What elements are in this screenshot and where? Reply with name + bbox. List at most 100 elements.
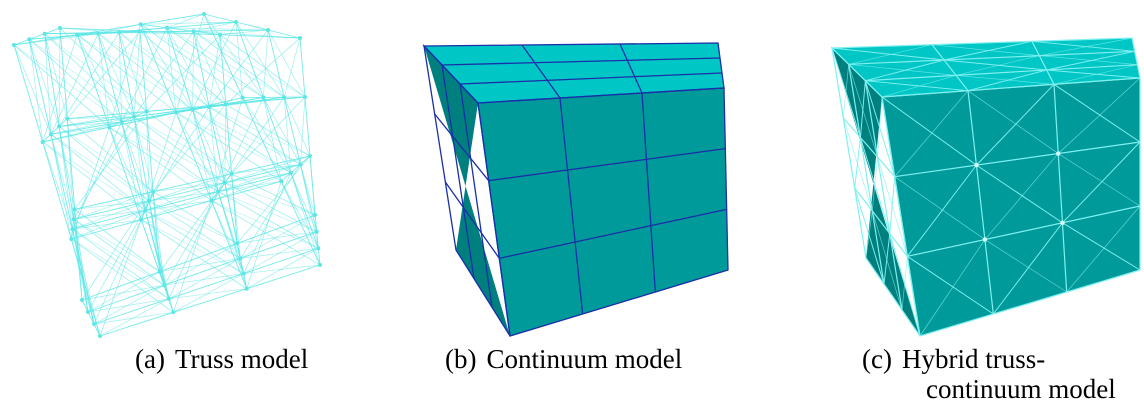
side-outline: [831, 46, 921, 337]
truss-member: [175, 13, 205, 113]
truss-member: [168, 258, 241, 300]
front-diagonal: [1062, 222, 1141, 271]
truss-member: [121, 121, 219, 192]
truss-member: [224, 155, 311, 184]
truss-member: [317, 248, 321, 266]
truss-member: [168, 191, 219, 299]
truss-member: [217, 97, 264, 192]
truss-member: [149, 191, 219, 202]
truss-member: [44, 33, 60, 127]
truss-member: [146, 34, 221, 112]
caption-text-c-line1: Hybrid truss-: [901, 344, 1046, 374]
side-diagonal: [842, 117, 873, 211]
truss-node: [191, 29, 196, 34]
truss-member: [70, 238, 95, 325]
top-grid-line: [865, 64, 1138, 82]
truss-node: [119, 120, 124, 124]
truss-member: [42, 141, 72, 240]
truss-member: [13, 44, 122, 123]
top-diagonal: [1039, 37, 1133, 57]
truss-member: [50, 33, 99, 135]
truss-member: [210, 200, 248, 289]
truss-member: [175, 112, 282, 182]
truss-node: [42, 31, 47, 36]
truss-member: [13, 33, 99, 46]
truss-member: [208, 106, 232, 174]
truss-member: [192, 109, 301, 165]
truss-member: [224, 182, 316, 216]
truss-member: [316, 231, 319, 249]
truss-member: [240, 214, 316, 259]
truss-member: [243, 264, 321, 274]
truss-member: [211, 200, 319, 249]
side-diagonal: [877, 157, 908, 257]
side-grid-line: [848, 64, 885, 285]
truss-member: [231, 96, 306, 175]
truss-member: [243, 273, 248, 289]
truss-member: [224, 182, 317, 233]
truss-member: [225, 104, 233, 174]
truss-member: [219, 29, 269, 36]
side-diagonal: [865, 210, 873, 259]
front-diagonal: [881, 96, 977, 166]
truss-member: [283, 97, 292, 173]
truss-model-cube: [12, 12, 322, 338]
truss-member: [203, 13, 244, 98]
truss-member: [152, 191, 238, 244]
truss-member: [263, 29, 269, 98]
truss-member: [74, 191, 154, 210]
truss-node: [12, 43, 16, 47]
front-diagonal: [1058, 153, 1141, 207]
truss-member: [13, 44, 44, 143]
truss-member: [280, 181, 319, 249]
truss-member: [219, 34, 301, 39]
truss-member: [109, 109, 193, 128]
truss-member: [144, 109, 193, 211]
truss-member: [133, 116, 154, 192]
truss-member: [74, 200, 150, 210]
truss-member: [217, 164, 301, 192]
truss-member: [50, 133, 150, 202]
truss-member: [172, 200, 212, 313]
front-face: [882, 78, 1140, 336]
top-diagonal: [955, 55, 1040, 76]
truss-node: [244, 286, 249, 291]
truss-member: [235, 21, 285, 98]
truss-member: [58, 126, 150, 202]
truss-node: [138, 29, 142, 34]
truss-member: [193, 30, 285, 98]
truss-member: [300, 96, 306, 165]
side-diagonal: [831, 47, 861, 138]
truss-node: [157, 269, 162, 274]
truss-node: [238, 256, 243, 261]
truss-member: [304, 96, 311, 157]
panel-tag-c: (c): [862, 344, 892, 374]
truss-member: [146, 111, 150, 202]
caption-truss-model: (a)Truss model: [135, 344, 308, 374]
truss-member: [152, 191, 161, 272]
truss-member: [146, 111, 232, 175]
truss-member: [133, 116, 150, 202]
truss-member: [236, 243, 241, 259]
truss-member: [283, 97, 311, 157]
truss-member: [59, 121, 122, 127]
truss-member: [208, 106, 219, 192]
truss-member: [76, 34, 123, 123]
truss-node: [240, 95, 245, 100]
truss-member: [133, 116, 146, 211]
top-face: [424, 43, 724, 103]
truss-node: [266, 28, 270, 32]
side-grid-line: [434, 113, 490, 182]
truss-member: [99, 298, 169, 337]
truss-member: [210, 200, 244, 274]
front-diagonal: [1066, 205, 1141, 293]
truss-node: [314, 229, 319, 234]
truss-member: [97, 33, 110, 128]
truss-member: [173, 273, 244, 313]
truss-member: [146, 111, 154, 192]
truss-member: [243, 247, 319, 275]
truss-member: [290, 172, 319, 249]
truss-member: [71, 238, 174, 313]
side-diagonal: [859, 137, 891, 234]
truss-member: [164, 273, 244, 286]
